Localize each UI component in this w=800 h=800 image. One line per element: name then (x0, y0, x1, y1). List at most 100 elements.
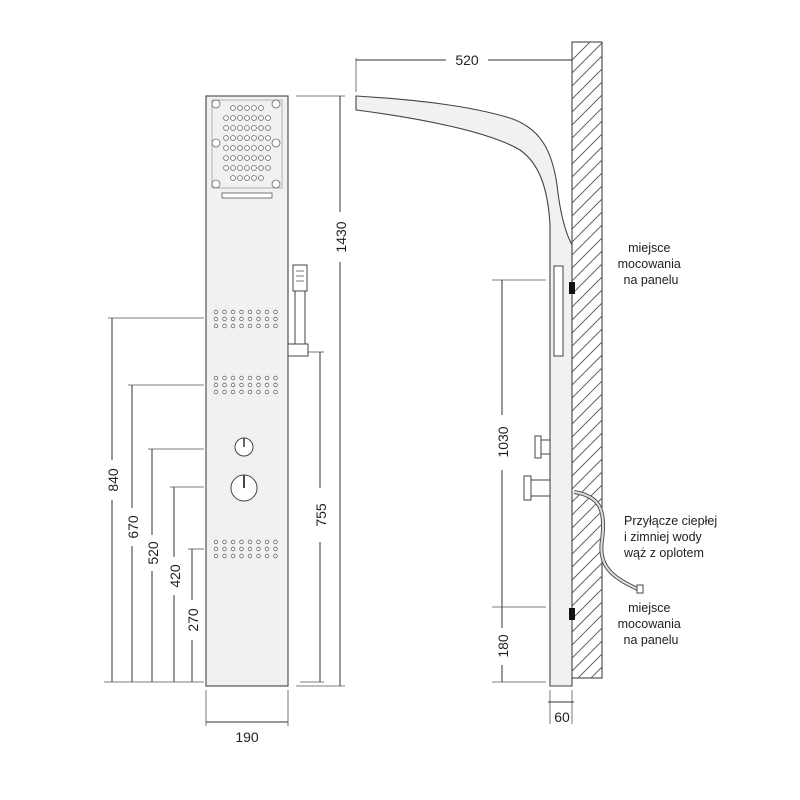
jet-nozzle (247, 316, 253, 322)
wall-hatch-line (572, 198, 602, 230)
jet-nozzle (239, 309, 244, 315)
diverter-knob (234, 437, 254, 457)
mount-point-top (569, 282, 575, 294)
body-jets-middle (213, 375, 278, 395)
dim-reach: 520 (355, 52, 572, 92)
jet-nozzle (213, 316, 219, 322)
rain-nozzle (237, 125, 243, 131)
jet-nozzle (230, 375, 236, 381)
wall-hatch-line (572, 380, 602, 412)
wall-hatch-line (572, 42, 591, 61)
rain-nozzle (251, 105, 257, 111)
jet-nozzle (256, 375, 261, 381)
dim-outlet-height: 755 (300, 351, 329, 683)
jet-nozzle (247, 382, 253, 388)
wall-hatch-line (572, 406, 602, 438)
jet-nozzle (247, 309, 253, 315)
wall-hatch-line (572, 419, 602, 451)
jet-nozzle (213, 553, 219, 559)
jet-nozzle (247, 539, 253, 545)
wall-hatch-line (572, 107, 602, 139)
jet-nozzle (213, 309, 219, 315)
rain-nozzle (244, 135, 250, 141)
rain-nozzle (223, 155, 229, 161)
dim-bottom-mount-label: 180 (495, 634, 511, 658)
rain-nozzle (265, 155, 271, 161)
rain-nozzle (258, 175, 264, 181)
rain-nozzle (237, 175, 243, 181)
jet-nozzle (213, 375, 219, 381)
rain-nozzle (251, 115, 257, 121)
wall-hatch-line (572, 393, 602, 425)
rain-nozzle (230, 125, 236, 131)
jet-nozzle (222, 389, 227, 395)
rain-nozzle (237, 135, 243, 141)
jet-nozzle (256, 382, 261, 388)
wall-hatch-line (572, 367, 602, 399)
jet-nozzle (264, 553, 270, 559)
rain-nozzle (230, 165, 236, 171)
dim-heights-left: 840 670 520 420 270 (104, 317, 204, 683)
dim-height-520-label: 520 (145, 541, 161, 565)
rain-nozzle (223, 115, 229, 121)
jet-nozzle (264, 382, 270, 388)
rain-nozzle (230, 135, 236, 141)
jet-nozzle (264, 323, 270, 329)
wall-hatch-line (572, 627, 602, 659)
thermostat-knob (230, 474, 258, 502)
jet-nozzle (273, 539, 278, 545)
rain-nozzle (244, 165, 250, 171)
dim-depth-label: 60 (554, 709, 570, 725)
jet-nozzle (230, 546, 236, 552)
jet-nozzle (213, 382, 219, 388)
shower-panel-side-profile (355, 95, 573, 687)
jet-nozzle (222, 323, 227, 329)
rain-nozzle (244, 125, 250, 131)
rain-nozzle (265, 145, 271, 151)
jet-nozzle (247, 546, 253, 552)
dim-height-840-label: 840 (105, 468, 121, 492)
rain-nozzle (258, 145, 264, 151)
rain-nozzle (258, 155, 264, 161)
jet-nozzle (230, 553, 236, 559)
jet-nozzle (239, 553, 244, 559)
dim-overall-height-label: 1430 (333, 221, 349, 252)
side-view: 520 1030 180 60 miejsce mocowania (355, 41, 717, 736)
rain-nozzle (251, 145, 257, 151)
rain-nozzle (251, 165, 257, 171)
jet-nozzle (222, 309, 227, 315)
jet-nozzle (256, 553, 261, 559)
rain-nozzle (223, 135, 229, 141)
rain-nozzle-grid (223, 105, 271, 181)
rain-nozzle (223, 165, 229, 171)
jet-nozzle (239, 389, 244, 395)
jet-nozzle (230, 382, 236, 388)
jet-nozzle (222, 553, 227, 559)
jet-nozzle (213, 539, 219, 545)
wall-hatch-line (572, 575, 602, 607)
rain-nozzle (244, 115, 250, 121)
rain-nozzle (265, 135, 271, 141)
wall-hatch-line (572, 94, 602, 126)
jet-nozzle (256, 316, 261, 322)
jet-nozzle (222, 375, 227, 381)
wall-hatch-line (572, 640, 602, 672)
jet-nozzle (256, 539, 261, 545)
wall-hatch-line (572, 706, 602, 736)
rain-nozzle (230, 145, 236, 151)
wall-section (571, 41, 603, 736)
jet-nozzle (256, 389, 261, 395)
jet-nozzle (239, 382, 244, 388)
jet-nozzle (273, 553, 278, 559)
jet-nozzle (213, 389, 219, 395)
wall-hatch-line (572, 341, 602, 373)
mount-point-bottom (569, 608, 575, 620)
wall-hatch-line (572, 315, 602, 347)
rain-nozzle (223, 145, 229, 151)
rain-nozzle (237, 115, 243, 121)
wall-hatch-line (572, 172, 602, 204)
jet-nozzle (230, 323, 236, 329)
wall-hatch-line (572, 549, 602, 581)
jet-nozzle (222, 546, 227, 552)
dim-depth: 60 (548, 690, 574, 725)
